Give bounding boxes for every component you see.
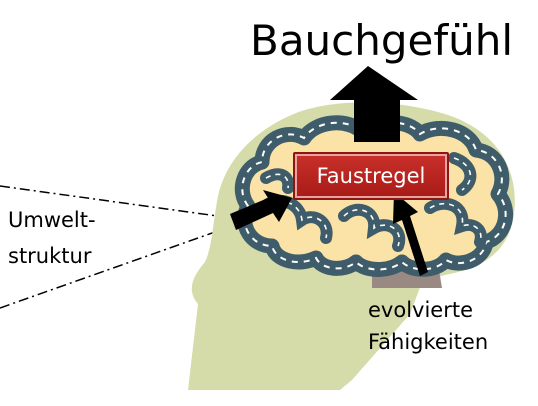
environment-label-line-2: struktur [8, 244, 92, 268]
capabilities-label-line-2: Fähigkeiten [368, 330, 489, 354]
bottom-arrow [393, 192, 428, 276]
rule-of-thumb-label: Faustregel [316, 164, 426, 188]
brain-fold-2-marking [343, 208, 401, 247]
capabilities-label: evolvierte Fähigkeiten [368, 296, 488, 356]
capabilities-label-line-1: evolvierte [368, 298, 473, 322]
environment-label: Umwelt- struktur [8, 206, 96, 270]
environment-line-top [0, 185, 233, 219]
brain-fold-4-marking [453, 157, 472, 191]
brain-fold-5-marking [265, 173, 290, 189]
up-arrow [330, 66, 418, 142]
brain-fold-3 [424, 197, 487, 248]
environment-label-line-1: Umwelt- [8, 208, 96, 232]
left-arrow [230, 190, 292, 230]
title: Bauchgefühl [250, 16, 514, 65]
brain-road-markings [241, 121, 507, 271]
rule-of-thumb-box: Faustregel [293, 152, 449, 200]
environment-line-bottom [0, 225, 233, 309]
